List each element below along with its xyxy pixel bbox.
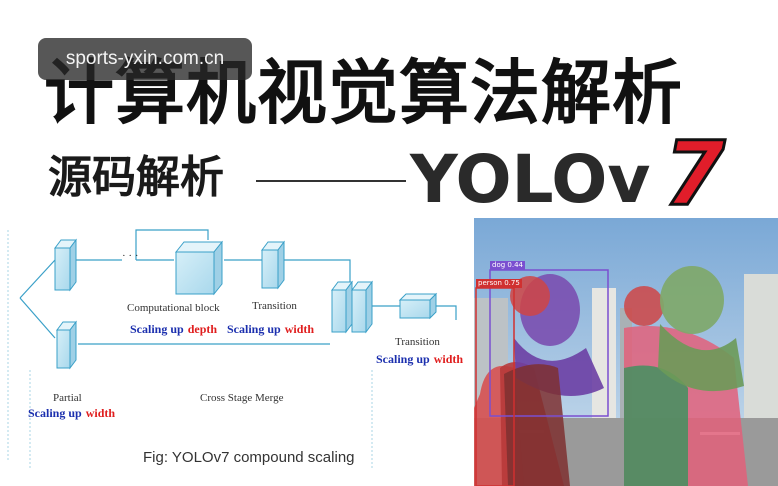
computational-block-label: Computational block	[127, 302, 220, 314]
compound-scaling-diagram: · · · Computational block Transition Tra…	[0, 220, 474, 486]
scaling-up-text: Scaling up	[28, 406, 82, 420]
cross-stage-merge-label: Cross Stage Merge	[200, 392, 284, 404]
ellipsis-label: · · ·	[122, 250, 139, 262]
diagram-lines	[7, 229, 457, 470]
scaling-width-label-2: Scaling up width	[376, 350, 463, 368]
transition-label-1: Transition	[252, 300, 297, 312]
detection-label-dog: dog 0.44	[490, 261, 525, 270]
partial-label: Partial	[53, 392, 82, 404]
detection-label-person: person 0.75	[476, 279, 522, 288]
yolo-version: 7	[662, 122, 726, 225]
width-text: width	[433, 352, 464, 366]
yolo-title: YOLOv	[410, 141, 651, 218]
scaling-width-label-1: Scaling up width	[227, 320, 314, 338]
scaling-width-label-3: Scaling up width	[28, 404, 115, 422]
scaling-depth-label: Scaling up depth	[130, 320, 217, 338]
scaling-up-text: Scaling up	[227, 322, 281, 336]
width-text: width	[284, 322, 315, 336]
subtitle-divider	[256, 180, 406, 182]
scaling-up-text: Scaling up	[130, 322, 184, 336]
watermark-badge: sports-yxin.com.cn	[38, 38, 252, 80]
street-scene	[474, 218, 778, 486]
width-text: width	[85, 406, 116, 420]
diagram-canvas	[7, 229, 457, 470]
transition-label-2: Transition	[395, 336, 440, 348]
detection-photo: dog 0.44 person 0.75	[474, 218, 778, 486]
diagram-blocks	[54, 238, 438, 370]
scaling-up-text: Scaling up	[376, 352, 430, 366]
figure-caption: Fig: YOLOv7 compound scaling	[143, 449, 355, 466]
depth-text: depth	[187, 322, 218, 336]
subtitle: 源码解析	[48, 152, 224, 203]
